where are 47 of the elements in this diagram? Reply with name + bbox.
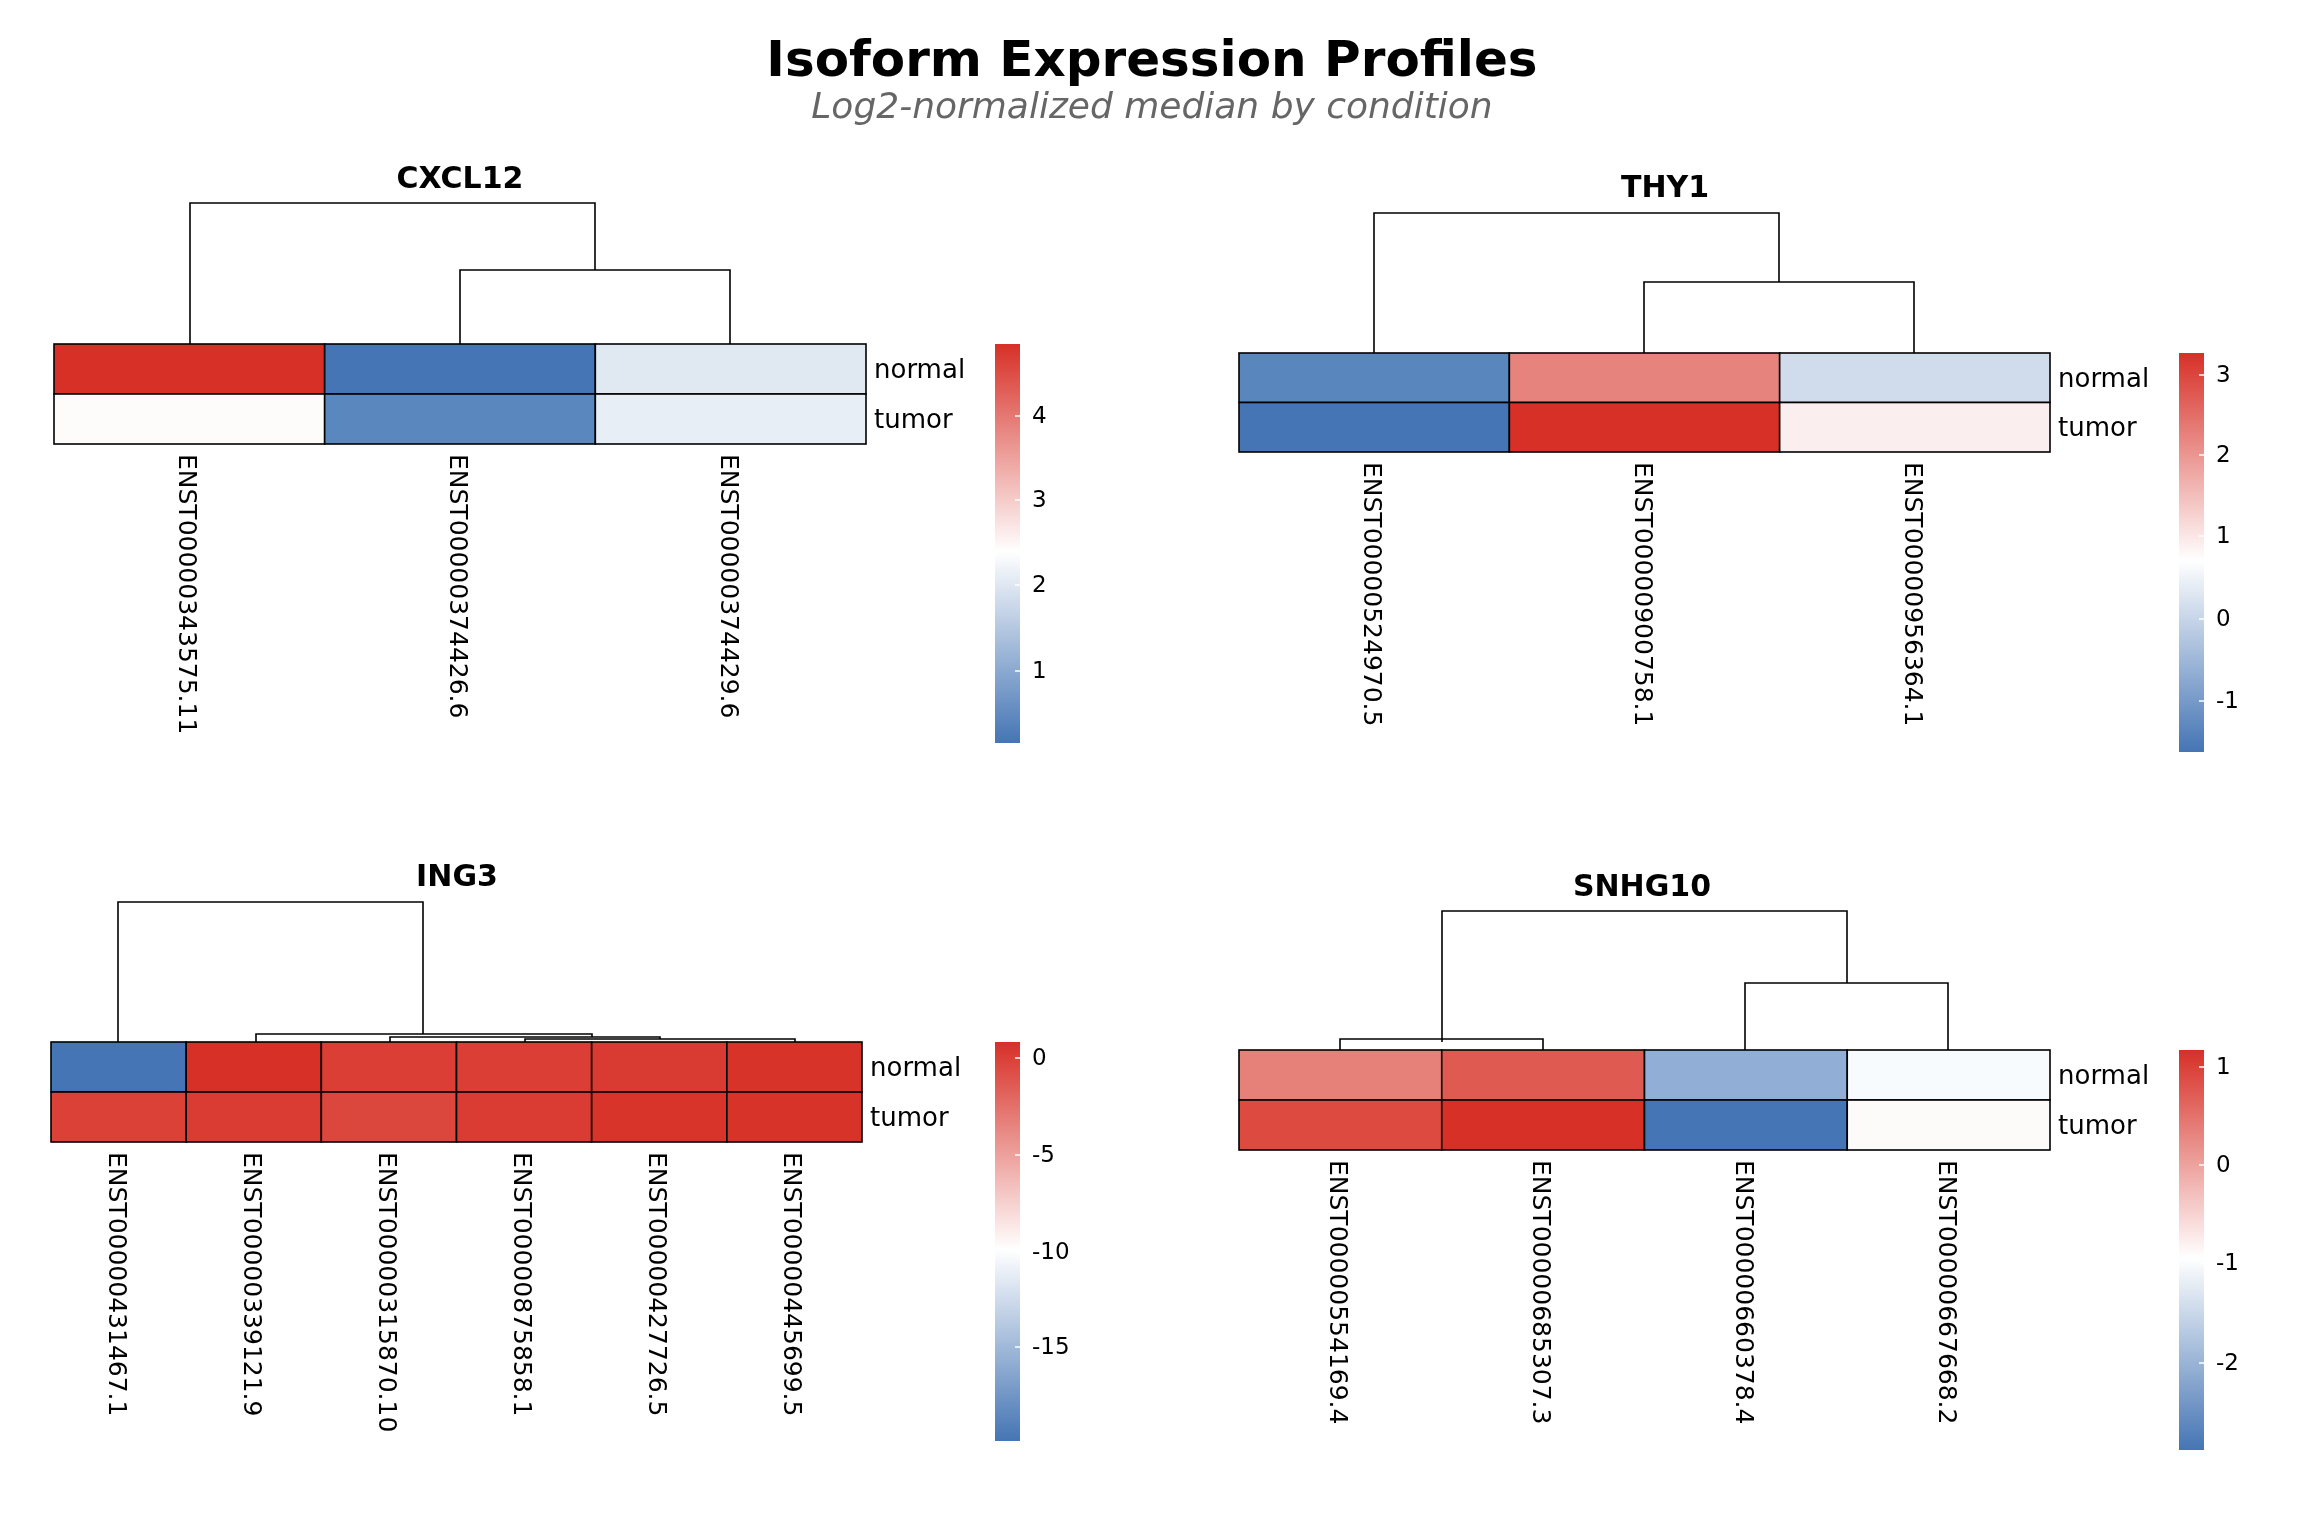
scale-tick-label: 1 <box>1032 659 1047 682</box>
scale-tick-label: -1 <box>2216 689 2239 712</box>
scale-tick-label: 0 <box>1032 1046 1047 1069</box>
scale-tick-label: -15 <box>1032 1335 1070 1358</box>
row-label: normal <box>874 356 966 382</box>
scale-tick-label: 0 <box>2216 1153 2231 1176</box>
column-label: ENST00000685307.3 <box>1529 1160 1555 1425</box>
chart-title: Isoform Expression Profiles <box>765 34 1539 84</box>
scale-tick-label: 0 <box>2216 607 2231 630</box>
column-label: ENST00000524970.5 <box>1360 462 1386 727</box>
column-label: ENST00000374426.6 <box>446 454 471 719</box>
column-label: ENST00000554169.4 <box>1326 1160 1352 1425</box>
scale-tick-label: 1 <box>2216 1055 2231 1078</box>
column-label: ENST00000900758.1 <box>1630 462 1656 727</box>
row-label: tumor <box>2058 1112 2137 1138</box>
row-label: tumor <box>870 1104 949 1130</box>
row-label: normal <box>2058 1062 2150 1088</box>
scale-tick-label: 4 <box>1032 404 1047 427</box>
scale-tick-label: -2 <box>2216 1351 2239 1374</box>
column-label: ENST00000315870.10 <box>374 1152 400 1433</box>
scale-tick-label: 2 <box>1032 573 1047 596</box>
column-label: ENST00000374429.6 <box>716 454 742 719</box>
column-label: ENST00000956364.1 <box>1900 462 1926 727</box>
column-label: ENST00000445699.5 <box>780 1152 806 1417</box>
scale-tick-label: -10 <box>1032 1240 1070 1263</box>
panel-title: THY1 <box>1620 172 1710 202</box>
scale-tick-label: 3 <box>1032 488 1047 511</box>
scale-tick-label: -5 <box>1032 1143 1055 1166</box>
scale-tick-label: 1 <box>2216 524 2231 547</box>
panel-title: SNHG10 <box>1572 871 1712 901</box>
row-label: tumor <box>874 406 953 432</box>
scale-tick-label: 2 <box>2216 443 2231 466</box>
column-label: ENST00000875858.1 <box>510 1152 536 1417</box>
panel-title: CXCL12 <box>396 163 524 193</box>
scale-tick-label: -1 <box>2216 1251 2239 1274</box>
column-label: ENST00000339121.9 <box>239 1152 265 1417</box>
row-label: tumor <box>2058 414 2137 441</box>
panel-title: ING3 <box>416 861 498 891</box>
column-label: ENST00000667668.2 <box>1934 1160 1960 1425</box>
column-label: ENST00000343575.11 <box>175 454 201 735</box>
row-label: normal <box>2058 364 2150 391</box>
column-label: ENST00000431467.1 <box>104 1152 130 1417</box>
row-label: normal <box>870 1054 962 1080</box>
chart-subtitle: Log2-normalized median by condition <box>810 88 1494 124</box>
scale-tick-label: 3 <box>2216 363 2231 386</box>
column-label: ENST00000660378.4 <box>1731 1160 1757 1425</box>
column-label: ENST00000427726.5 <box>645 1152 671 1417</box>
